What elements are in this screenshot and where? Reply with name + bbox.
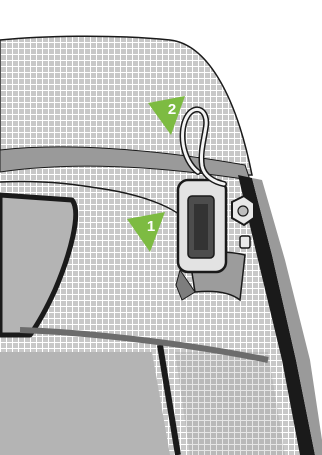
buckle-icon <box>178 180 226 272</box>
lower-gray-panel-right <box>175 352 285 455</box>
callout-2-number: 2 <box>168 101 176 118</box>
lower-gray-panel <box>0 352 170 455</box>
callout-1-number: 1 <box>147 218 155 235</box>
